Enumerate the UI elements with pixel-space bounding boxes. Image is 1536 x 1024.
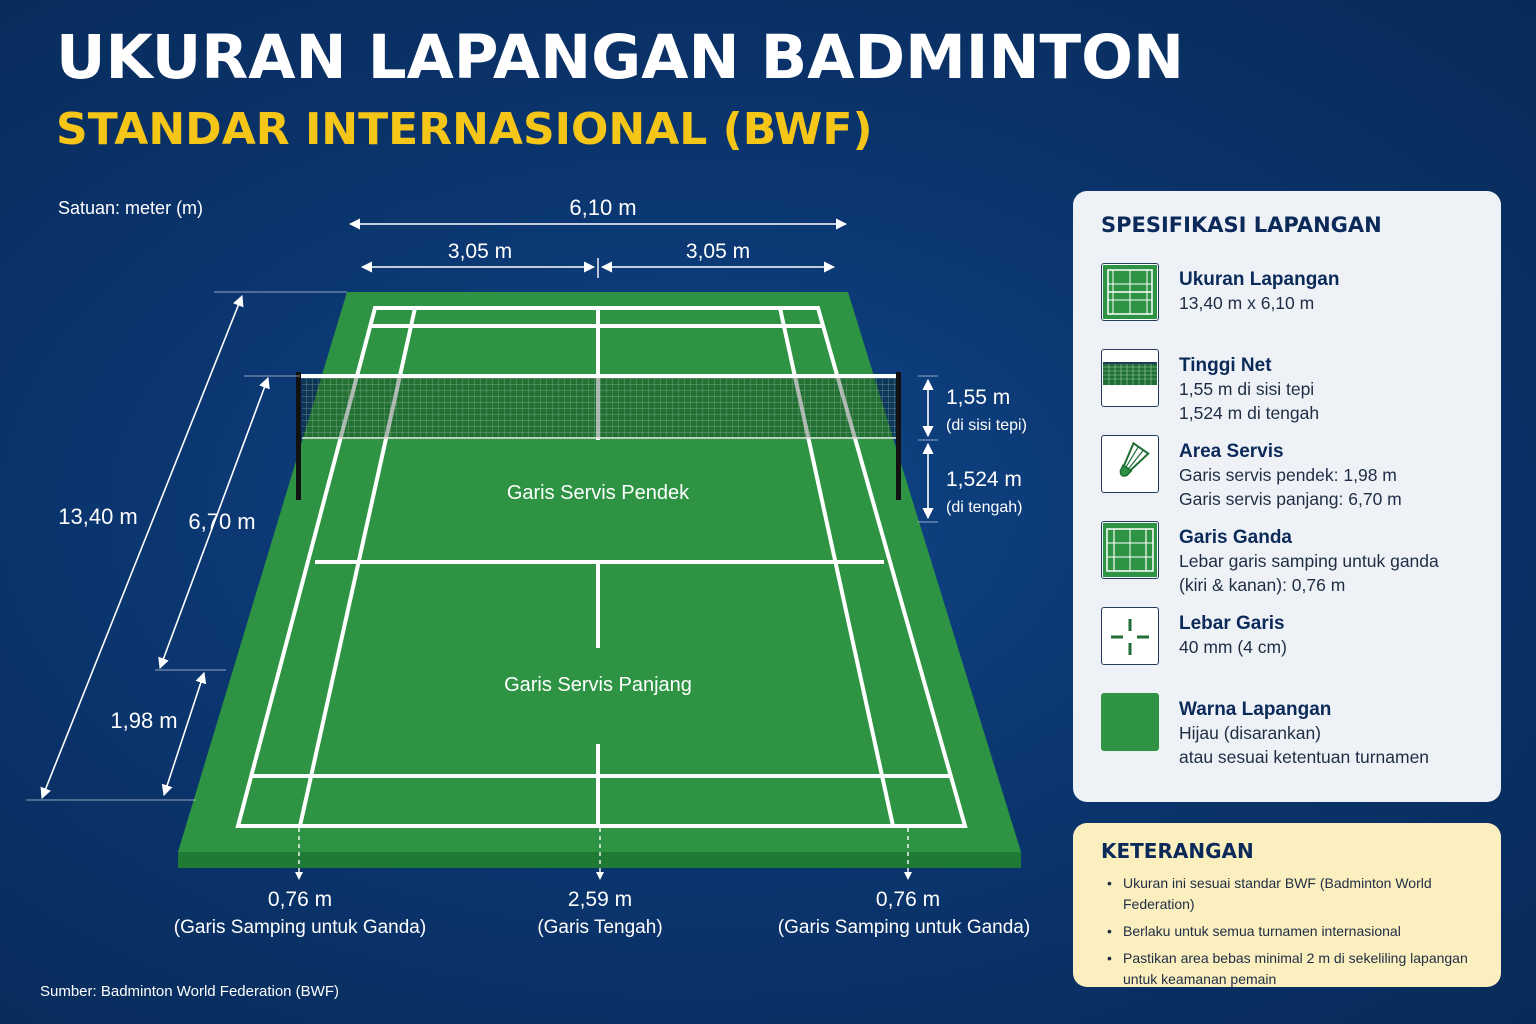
shuttlecock-icon (1101, 435, 1159, 493)
spec-line: atau sesuai ketentuan turnamen (1179, 747, 1430, 767)
half-right-label: 3,05 m (686, 240, 750, 263)
net-center-height-label: 1,524 m (946, 468, 1022, 491)
spec-line: Lebar garis samping untuk ganda (1179, 551, 1439, 571)
doubles-court-icon (1101, 521, 1159, 579)
net-mesh (302, 377, 898, 439)
spec-heading: Area Servis (1179, 441, 1284, 462)
spec-line: Garis servis pendek: 1,98 m (1179, 465, 1397, 485)
spec-line: Hijau (disarankan) (1179, 723, 1322, 743)
bottom-center-value: 2,59 m (568, 888, 632, 911)
spec-heading: Tinggi Net (1179, 355, 1272, 376)
half-left-label: 3,05 m (448, 240, 512, 263)
note-item: Pastikan area bebas minimal 2 m di sekel… (1105, 948, 1481, 990)
spec-item-service-area: Area Servis Garis servis pendek: 1,98 m … (1101, 435, 1473, 521)
outer-boundary (235, 306, 968, 828)
bottom-right-note: (Garis Samping untuk Ganda) (778, 917, 1030, 938)
long-service-line-label: Garis Servis Panjang (504, 674, 692, 696)
page-title: UKURAN LAPANGAN BADMINTON (56, 22, 1185, 93)
spec-heading: Ukuran Lapangan (1179, 269, 1340, 290)
spec-item-net-height: Tinggi Net 1,55 m di sisi tepi 1,524 m d… (1101, 349, 1473, 435)
net-post-right (896, 372, 901, 500)
net-icon (1101, 349, 1159, 407)
long-service-arrow (158, 376, 270, 670)
note-item: Ukuran ini sesuai standar BWF (Badminton… (1105, 873, 1481, 915)
bottom-left-note: (Garis Samping untuk Ganda) (174, 917, 426, 938)
spec-line: 1,524 m di tengah (1179, 403, 1320, 423)
source-note: Sumber: Badminton World Federation (BWF) (40, 983, 339, 1000)
spec-line: Garis servis panjang: 6,70 m (1179, 489, 1402, 509)
court-icon (1101, 263, 1159, 321)
bottom-left-arrowhead (295, 872, 303, 880)
bottom-center-arrowhead (596, 872, 604, 880)
spec-item-court-color: Warna Lapangan Hijau (disarankan) atau s… (1101, 693, 1473, 779)
spec-line: 40 mm (4 cm) (1179, 637, 1287, 657)
spec-line: 1,55 m di sisi tepi (1179, 379, 1315, 399)
spec-heading: Lebar Garis (1179, 613, 1285, 634)
short-service-line-label: Garis Servis Pendek (507, 482, 690, 504)
net (296, 372, 901, 500)
color-swatch-icon (1101, 693, 1159, 751)
spec-line: (kiri & kanan): 0,76 m (1179, 575, 1346, 595)
spec-line: 13,40 m x 6,10 m (1179, 293, 1315, 313)
bottom-right-value: 0,76 m (876, 888, 940, 911)
bottom-right-arrowhead (904, 872, 912, 880)
short-service-dim-label: 1,98 m (110, 708, 177, 733)
net-post-left (296, 372, 301, 500)
spec-heading: Garis Ganda (1179, 527, 1292, 548)
unit-note: Satuan: meter (m) (58, 198, 204, 218)
notes-title: KETERANGAN (1101, 839, 1254, 863)
short-service-arrow (161, 671, 207, 797)
note-item: Berlaku untuk semua turnamen internasion… (1105, 921, 1481, 942)
spec-item-line-width: Lebar Garis 40 mm (4 cm) (1101, 607, 1473, 693)
net-post-height-note: (di sisi tepi) (946, 417, 1027, 434)
spec-heading: Warna Lapangan (1179, 699, 1332, 720)
bottom-left-value: 0,76 m (268, 888, 332, 911)
length-total-label: 13,40 m (58, 504, 138, 529)
net-center-height-note: (di tengah) (946, 499, 1023, 516)
bottom-center-note: (Garis Tengah) (537, 917, 662, 938)
spec-panel-title: SPESIFIKASI LAPANGAN (1101, 213, 1382, 237)
spec-item-doubles-lines: Garis Ganda Lebar garis samping untuk ga… (1101, 521, 1473, 607)
spec-item-court-size: Ukuran Lapangan 13,40 m x 6,10 m (1101, 263, 1473, 349)
width-total-label: 6,10 m (569, 195, 636, 220)
notes-list: Ukuran ini sesuai standar BWF (Badminton… (1093, 873, 1481, 990)
net-post-height-label: 1,55 m (946, 386, 1010, 409)
page-subtitle: STANDAR INTERNASIONAL (BWF) (56, 104, 873, 155)
court-diagram: 6,10 m 3,05 m 3,05 m 13,40 m 6,70 m 1,98… (40, 195, 1030, 938)
long-service-label: 6,70 m (188, 509, 255, 534)
line-width-icon (1101, 607, 1159, 665)
notes-panel: KETERANGAN Ukuran ini sesuai standar BWF… (1073, 823, 1501, 987)
spec-panel: SPESIFIKASI LAPANGAN Ukuran Lapangan 13,… (1073, 191, 1501, 802)
